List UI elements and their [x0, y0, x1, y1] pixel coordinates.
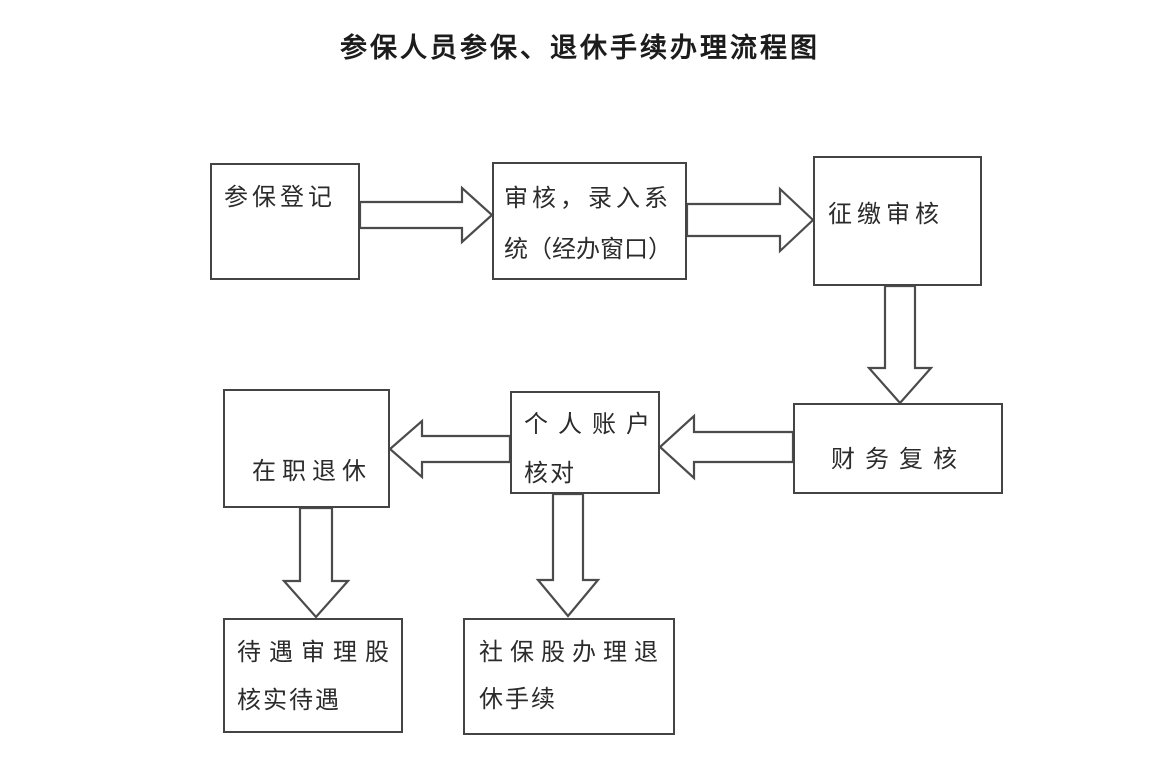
node-label-line1: 社保股办理退: [479, 639, 665, 666]
arrow-finance-to-account: [658, 413, 795, 481]
node-benefit-verification: 待遇审理股 核实待遇: [223, 618, 403, 733]
node-label-line2: 统（经办窗口）: [504, 236, 672, 263]
node-label: 在职退休: [252, 458, 372, 485]
node-label: 征缴审核: [828, 201, 944, 228]
node-review-entry-window: 审核，录入系 统（经办窗口）: [492, 162, 687, 280]
arrow-account-to-social: [535, 492, 601, 618]
node-collection-audit: 征缴审核: [813, 156, 982, 286]
page-title: 参保人员参保、退休手续办理流程图: [340, 33, 820, 63]
arrow-retire-to-benefit: [281, 506, 351, 619]
node-in-service-retirement: 在职退休: [223, 389, 390, 508]
node-finance-recheck: 财务复核: [793, 403, 1003, 494]
node-label-line1: 待遇审理股: [237, 639, 397, 666]
node-social-security-retirement: 社保股办理退 休手续: [463, 618, 675, 735]
node-label: 参保登记: [224, 184, 336, 211]
node-label-line1: 个人账户: [524, 411, 660, 438]
node-label-line2: 核实待遇: [237, 687, 341, 714]
arrow-collection-to-finance: [866, 284, 934, 405]
arrow-review-to-collection: [685, 186, 815, 254]
node-label-line1: 审核，录入系: [504, 185, 672, 212]
arrow-enroll-to-review: [358, 185, 494, 245]
node-label-line2: 休手续: [479, 686, 557, 713]
node-label-line2: 核对: [524, 460, 576, 487]
node-enroll-registration: 参保登记: [210, 163, 360, 280]
arrow-account-to-retire: [388, 418, 512, 480]
node-label: 财务复核: [831, 446, 967, 473]
node-personal-account-check: 个人账户 核对: [510, 391, 660, 494]
